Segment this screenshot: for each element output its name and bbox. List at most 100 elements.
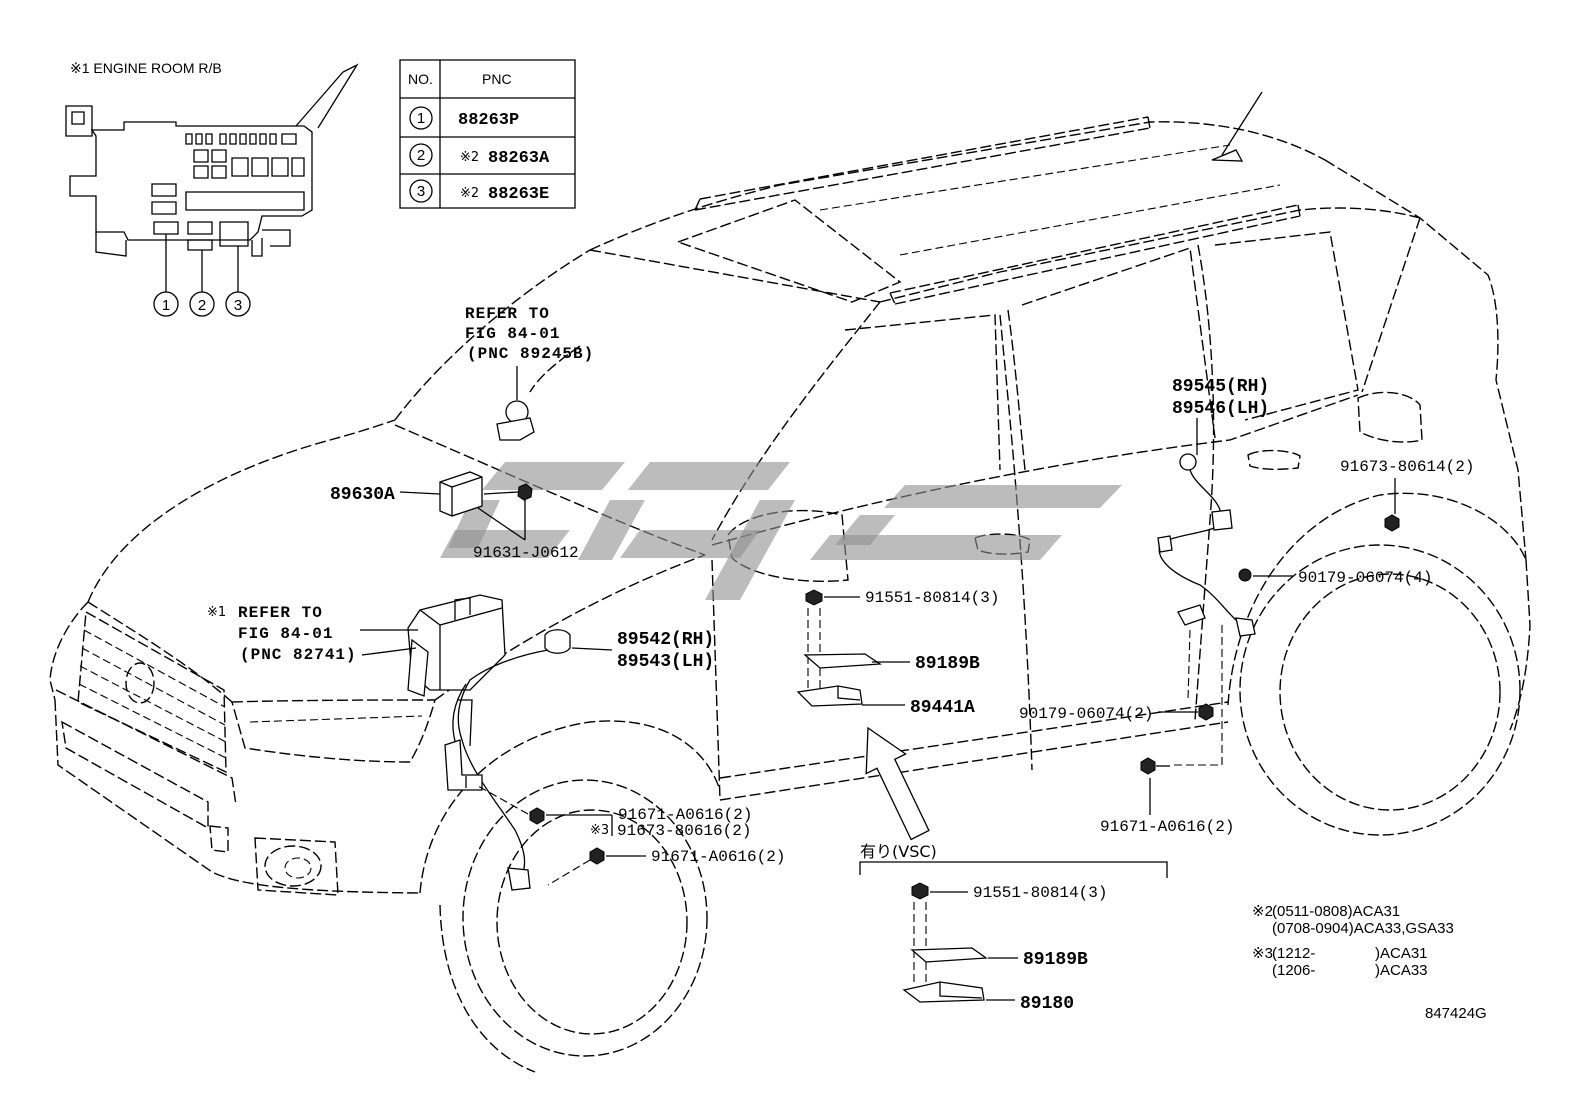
yaw-bracket-89189b[interactable] (803, 653, 882, 669)
rear-tire (1239, 544, 1521, 836)
rear-bolt-upper-icon[interactable] (1384, 514, 1400, 532)
actuator-bracket (407, 638, 429, 697)
front-tire-sidewall (439, 904, 536, 1073)
rear-door-handle (1247, 449, 1301, 471)
callout-rear-clamp-upper[interactable]: 90179-06074(4) (1298, 569, 1432, 587)
yaw-sensor-89441a[interactable] (796, 685, 863, 707)
roof-panel-line (819, 144, 1281, 256)
vsc-bracket-line (859, 861, 1168, 878)
pnc-row-code[interactable]: 88263E (488, 185, 549, 204)
callout-front-sensor-lh[interactable]: 89543(LH) (617, 652, 714, 672)
callout-ecu-bolt[interactable]: 91631-J0612 (473, 544, 579, 562)
relay-marker-2: 2 (189, 291, 215, 317)
relay-marker-3: 3 (225, 291, 251, 317)
rear-bolt-lower-icon[interactable] (1140, 757, 1156, 775)
reference-mark: ※1 (207, 605, 226, 620)
antenna-icon (1211, 91, 1263, 162)
rear-sensor-grommet (1179, 453, 1197, 471)
callout-yaw-bracket[interactable]: 89189B (915, 654, 980, 674)
view-direction-arrow (865, 726, 930, 841)
callout-yaw-sensor[interactable]: 89441A (910, 698, 975, 718)
callout-vsc-bracket[interactable]: 89189B (1023, 950, 1088, 970)
callout-front-bolt-b[interactable]: 91673-80616(2) (617, 822, 751, 840)
callout-vsc-sensor[interactable]: 89180 (1020, 994, 1074, 1014)
footnote-range-start: (1206- (1272, 962, 1315, 979)
vsc-group: 有り(VSC) 91551-80814(3) 89189B 89180 (860, 842, 1107, 1014)
front-tire (462, 779, 708, 1057)
hood-front-edge (87, 601, 233, 703)
a-pillar-right (711, 301, 881, 541)
callout-rear-clamp-lower[interactable]: 90179-06074(2) (1019, 705, 1153, 723)
a-pillar-left (394, 249, 591, 421)
roof-rail-left (694, 116, 1151, 211)
rear-sensor-head[interactable] (1235, 617, 1256, 637)
reference-line[interactable]: FIG 84-01 (465, 325, 560, 343)
front-sensor-connector[interactable] (544, 629, 571, 654)
pnc-row-code[interactable]: 88263P (458, 111, 519, 130)
rear-rim (1279, 573, 1501, 811)
front-bolt-a-icon[interactable] (529, 807, 545, 825)
emblem (125, 662, 155, 704)
callout-front-bolt-c[interactable]: 91671-A0616(2) (651, 848, 785, 866)
callout-yaw-bolt[interactable]: 91551-80814(3) (865, 589, 999, 607)
leader-89630a (399, 491, 441, 495)
pnc-table-row: 2 ※2 88263A (409, 143, 550, 168)
callout-rear-bolt-lower[interactable]: 91671-A0616(2) (1100, 818, 1234, 836)
callout-front-bolt-b-mark: ※3 (590, 823, 609, 838)
reference-line: (PNC 89245B) (467, 345, 594, 363)
watermark-logo (440, 462, 1122, 600)
b-pillar (1007, 309, 1026, 471)
ecu-89630a[interactable] (439, 471, 483, 517)
vsc-bolt-axis (913, 902, 927, 985)
hood-outline (87, 419, 396, 603)
callout-front-sensor-rh[interactable]: 89542(RH) (617, 630, 714, 650)
front-door-window (844, 314, 1001, 471)
pnc-row-number: 3 (417, 183, 425, 200)
ecu-bolt-screw (483, 491, 519, 495)
pnc-row-note: ※2 (460, 186, 479, 201)
sunroof (675, 199, 902, 303)
footnote-model: )ACA31 (1375, 945, 1428, 962)
front-sensor-wire (457, 649, 549, 881)
nose-corner (49, 601, 89, 701)
front-sensor-head[interactable] (507, 867, 531, 891)
rear-sensor-connector[interactable] (1211, 509, 1233, 531)
rear-clamp-upper-icon[interactable] (1238, 568, 1252, 582)
front-sensor-wire-outer (452, 683, 467, 746)
callout-rear-sensor-lh[interactable]: 89546(LH) (1172, 399, 1269, 419)
rear-door-rear-edge (1194, 244, 1215, 721)
fog-lamp (264, 845, 322, 887)
callout-rear-sensor-rh[interactable]: 89545(RH) (1172, 377, 1269, 397)
front-bolt-c-hidden-line (547, 859, 591, 886)
reference-82741: ※1 REFER TO FIG 84-01 (PNC 82741) (207, 604, 357, 664)
callout-vsc-bolt[interactable]: 91551-80814(3) (973, 884, 1107, 902)
footnote-text: (0511-0808)ACA31 (1272, 903, 1400, 920)
callout-ecu[interactable]: 89630A (330, 485, 395, 505)
vsc-bracket-89189b[interactable] (910, 947, 988, 963)
rear-clamp-lower-icon[interactable] (1198, 703, 1214, 721)
relay-box-leader-lines (165, 234, 239, 292)
relay-marker-3-number: 3 (234, 297, 242, 314)
footnote-mark: ※2 (1252, 903, 1273, 920)
rocker-panel (719, 721, 1229, 801)
reference-line: (PNC 82741) (240, 646, 357, 664)
ecu-bolt-icon[interactable] (517, 483, 533, 501)
front-bolt-c-icon[interactable] (589, 847, 605, 865)
reference-line: REFER TO (238, 604, 323, 622)
rear-sensor-bracket (1177, 604, 1206, 626)
callout-front-bolt-a[interactable]: 91671-A0616(2) (618, 806, 752, 824)
front-wheel-arch (419, 720, 721, 894)
leader-89542 (571, 647, 613, 651)
relay-box-inset: ※1 ENGINE ROOM R/B 1 2 3 (65, 60, 359, 317)
yaw-bolt-icon[interactable] (805, 589, 823, 606)
callout-rear-bolt-upper[interactable]: 91673-80614(2) (1340, 458, 1474, 476)
yaw-sensor-body (837, 686, 861, 701)
relay-marker-1-number: 1 (162, 297, 170, 314)
reference-line[interactable]: FIG 84-01 (238, 625, 333, 643)
vsc-bolt-icon[interactable] (911, 882, 929, 900)
fog-lamp-housing (254, 837, 339, 896)
front-bolt-a-hidden-line (477, 785, 529, 815)
pnc-row-code[interactable]: 88263A (488, 149, 550, 168)
rear-door-window (1021, 247, 1216, 439)
